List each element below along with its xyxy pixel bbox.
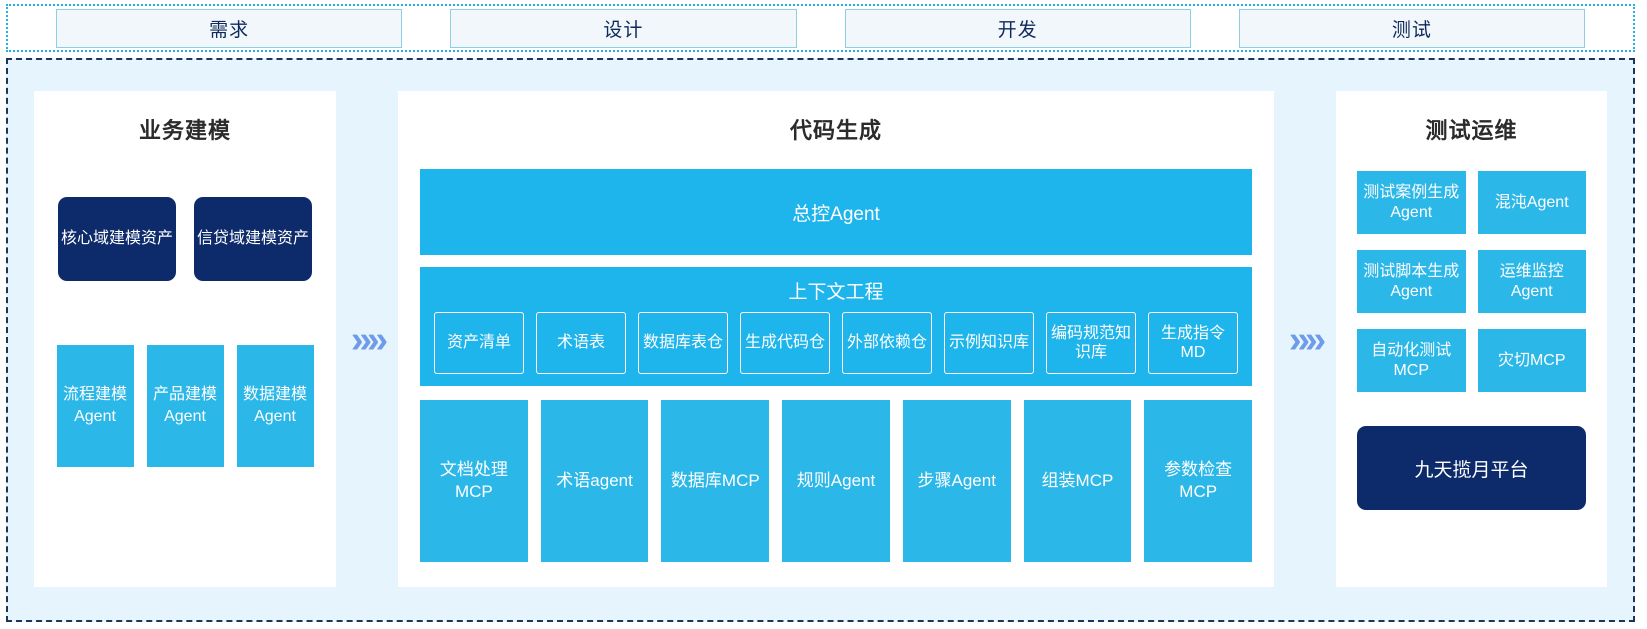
- tool-assembly-mcp[interactable]: 组装MCP: [1023, 400, 1132, 562]
- agent-process-modeling[interactable]: 流程建模Agent: [56, 345, 134, 467]
- tool-row: 文档处理MCP 术语agent 数据库MCP 规则Agent 步骤Agent 组…: [420, 400, 1253, 562]
- panel-code-generation: 代码生成 总控Agent 上下文工程 资产清单 术语表 数据库表仓 生成代码仓 …: [398, 91, 1274, 587]
- agent-data-modeling[interactable]: 数据建模Agent: [236, 345, 314, 467]
- tool-document-processing-mcp[interactable]: 文档处理MCP: [420, 400, 528, 562]
- architecture-diagram-frame: 业务建模 核心域建模资产 信贷域建模资产 流程建模Agent 产品建模Agent…: [6, 58, 1635, 622]
- ops-chaos-agent[interactable]: 混沌Agent: [1477, 171, 1586, 234]
- business-agent-row: 流程建模Agent 产品建模Agent 数据建模Agent: [34, 345, 336, 467]
- phase-strip: 需求 设计 开发 测试: [6, 4, 1635, 52]
- phase-tab-requirements[interactable]: 需求: [56, 8, 403, 48]
- business-asset-row: 核心域建模资产 信贷域建模资产: [34, 197, 336, 281]
- context-item-asset-inventory[interactable]: 资产清单: [434, 312, 524, 374]
- double-chevron-right-icon: »»: [1288, 319, 1326, 361]
- context-item-example-knowledge-base[interactable]: 示例知识库: [944, 312, 1034, 374]
- ops-automated-test-mcp[interactable]: 自动化测试MCP: [1357, 329, 1466, 392]
- flow-arrow-right: »»: [1274, 60, 1336, 620]
- panel-title-code-generation: 代码生成: [789, 118, 882, 143]
- tool-database-mcp[interactable]: 数据库MCP: [661, 400, 770, 562]
- context-engineering-block: 上下文工程 资产清单 术语表 数据库表仓 生成代码仓 外部依赖仓 示例知识库 编…: [420, 267, 1252, 386]
- context-item-generation-instruction-md[interactable]: 生成指令MD: [1148, 312, 1238, 374]
- context-item-external-dependency-repo[interactable]: 外部依赖仓: [842, 312, 932, 374]
- ops-test-script-generation-agent[interactable]: 测试脚本生成Agent: [1357, 250, 1466, 313]
- context-engineering-title: 上下文工程: [788, 282, 884, 303]
- context-item-coding-standard-knowledge-base[interactable]: 编码规范知识库: [1046, 312, 1136, 374]
- phase-tab-design[interactable]: 设计: [450, 8, 797, 48]
- asset-credit-domain-modeling[interactable]: 信贷域建模资产: [194, 197, 312, 281]
- platform-jiutian-lanyue[interactable]: 九天揽月平台: [1357, 426, 1586, 510]
- master-control-agent-bar[interactable]: 总控Agent: [420, 169, 1252, 255]
- tool-parameter-check-mcp[interactable]: 参数检查MCP: [1144, 400, 1253, 562]
- asset-core-domain-modeling[interactable]: 核心域建模资产: [58, 197, 176, 281]
- tool-rule-agent[interactable]: 规则Agent: [782, 400, 890, 562]
- agent-product-modeling[interactable]: 产品建模Agent: [146, 345, 224, 467]
- context-item-list: 资产清单 术语表 数据库表仓 生成代码仓 外部依赖仓 示例知识库 编码规范知识库…: [420, 312, 1252, 374]
- ops-test-case-generation-agent[interactable]: 测试案例生成Agent: [1357, 171, 1466, 234]
- double-chevron-right-icon: »»: [350, 319, 388, 361]
- panel-test-operations: 测试运维 测试案例生成Agent 混沌Agent 测试脚本生成Agent 运维监…: [1336, 91, 1607, 587]
- panel-title-test-operations: 测试运维: [1425, 118, 1518, 143]
- panel-business-modeling: 业务建模 核心域建模资产 信贷域建模资产 流程建模Agent 产品建模Agent…: [34, 91, 336, 587]
- phase-tab-testing[interactable]: 测试: [1238, 8, 1585, 48]
- tool-step-agent[interactable]: 步骤Agent: [902, 400, 1011, 562]
- panel-title-business-modeling: 业务建模: [138, 118, 231, 143]
- ops-disaster-switch-mcp[interactable]: 灾切MCP: [1477, 329, 1586, 392]
- context-item-generated-code-repo[interactable]: 生成代码仓: [740, 312, 830, 374]
- tool-glossary-agent[interactable]: 术语agent: [540, 400, 649, 562]
- context-item-glossary[interactable]: 术语表: [536, 312, 626, 374]
- ops-monitoring-agent[interactable]: 运维监控Agent: [1477, 250, 1586, 313]
- context-item-db-table-repo[interactable]: 数据库表仓: [638, 312, 728, 374]
- test-ops-grid: 测试案例生成Agent 混沌Agent 测试脚本生成Agent 运维监控Agen…: [1336, 149, 1607, 392]
- phase-tab-development[interactable]: 开发: [844, 8, 1191, 48]
- flow-arrow-left: »»: [336, 60, 398, 620]
